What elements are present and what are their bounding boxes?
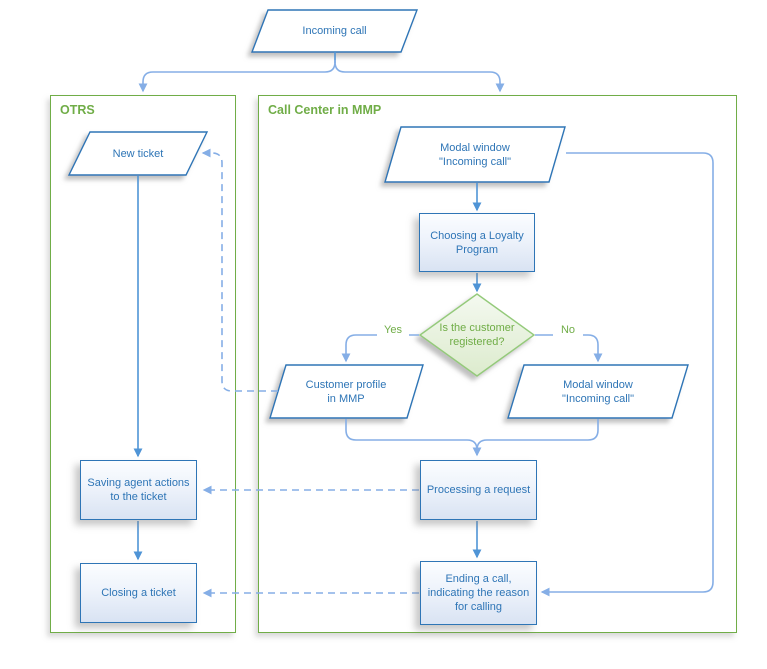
edge-decision-no	[535, 334, 603, 363]
processing-request-label: Processing a request	[426, 484, 531, 496]
edge-customer-to-newticket-dashed	[201, 148, 278, 392]
modal-window-2-shape	[507, 364, 689, 419]
incoming-call-label: Incoming call	[302, 25, 367, 37]
incoming-call-shape	[250, 9, 419, 53]
container-otrs-label: OTRS	[60, 103, 95, 117]
customer-profile-shape	[269, 364, 424, 419]
modal-window-1-label: Modal window "Incoming call"	[438, 142, 511, 168]
edge-modal2-to-processing	[476, 419, 599, 451]
container-otrs: OTRS	[50, 95, 236, 633]
processing-request-node: Processing a request	[420, 460, 537, 520]
edge-decision-yes	[341, 334, 419, 363]
edge-incoming-to-mmp	[334, 60, 505, 93]
customer-profile-label: Customer profile in MMP	[305, 379, 387, 405]
choosing-program-node: Choosing a Loyalty Program	[419, 213, 535, 272]
closing-ticket-node: Closing a ticket	[80, 563, 197, 623]
closing-ticket-label: Closing a ticket	[101, 587, 176, 599]
edge-customer-to-processing	[345, 419, 482, 457]
container-call-center-mmp: Call Center in MMP	[258, 95, 737, 633]
container-call-center-mmp-label: Call Center in MMP	[268, 103, 382, 117]
no-branch-label: No	[553, 322, 583, 337]
saving-actions-label: Saving agent actions to the ticket	[87, 477, 190, 503]
edge-incoming-to-otrs	[138, 60, 336, 93]
modal-window-2-label: Modal window "Incoming call"	[561, 379, 634, 405]
new-ticket-shape	[67, 131, 209, 176]
saving-actions-node: Saving agent actions to the ticket	[80, 460, 197, 520]
edge-modal1-to-ending	[540, 152, 714, 597]
new-ticket-label: New ticket	[112, 147, 164, 160]
is-registered-label: Is the customer registered?	[439, 322, 515, 348]
choosing-program-label: Choosing a Loyalty Program	[430, 229, 524, 256]
modal-window-1-shape	[384, 126, 566, 183]
ending-call-label: Ending a call, indicating the reason for…	[427, 573, 530, 613]
ending-call-node: Ending a call, indicating the reason for…	[420, 561, 537, 625]
is-registered-decision-shape	[418, 293, 536, 377]
yes-branch-label: Yes	[377, 322, 409, 337]
